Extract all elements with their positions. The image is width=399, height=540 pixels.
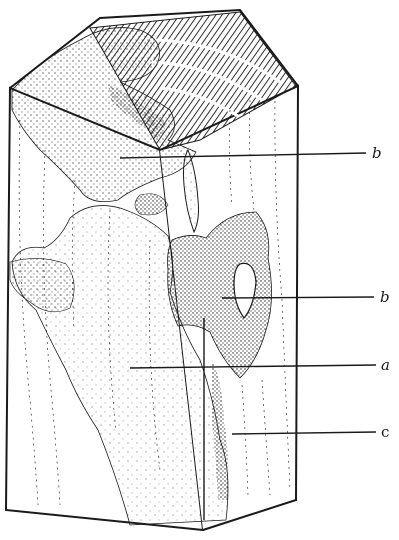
label-b-lower: b (380, 290, 390, 305)
label-c: c (381, 425, 389, 440)
label-a: a (381, 358, 390, 373)
leader-b-lower (222, 297, 374, 298)
label-b-upper: b (372, 146, 382, 161)
